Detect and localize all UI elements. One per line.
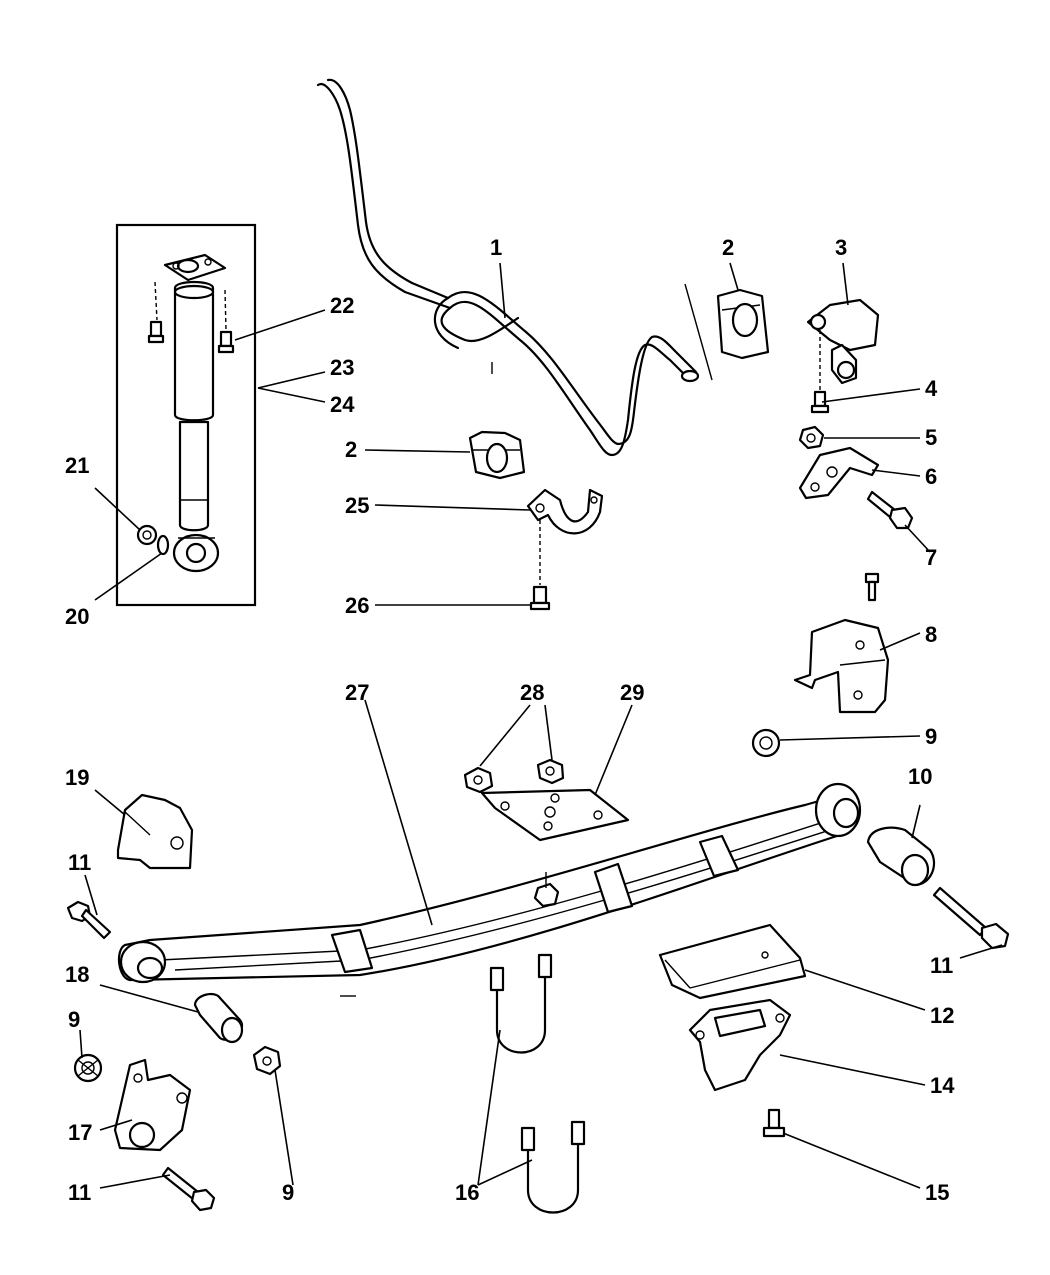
u-bolt-lower xyxy=(520,1120,586,1214)
rear-eye-bushing xyxy=(866,826,936,887)
link-mount-bracket xyxy=(798,446,880,500)
callout-14: 14 xyxy=(930,1073,955,1098)
leaf-spring xyxy=(117,782,862,984)
bushing-clamp xyxy=(526,488,604,535)
hanger-bolt xyxy=(66,900,112,940)
stabilizer-bushing-lower xyxy=(468,430,526,480)
bracket-flange-bolt xyxy=(762,1108,786,1138)
callout-11-left: 11 xyxy=(68,850,91,875)
spring-eye-bushing xyxy=(193,992,244,1044)
callout-10: 10 xyxy=(908,764,932,789)
shock-absorber xyxy=(172,280,220,573)
callout-8: 8 xyxy=(925,622,937,647)
spring-plate xyxy=(480,788,630,842)
bracket-bolt xyxy=(864,572,880,602)
callout-25: 25 xyxy=(345,493,369,518)
callout-20: 20 xyxy=(65,604,89,629)
spring-seat-bracket xyxy=(688,998,792,1092)
callout-27: 27 xyxy=(345,680,369,705)
plate-nut-right xyxy=(536,758,565,785)
spring-seat-channel xyxy=(658,923,807,1000)
callout-11-right: 11 xyxy=(930,953,953,978)
callout-labels: 1 2 3 22 23 24 4 5 6 7 8 9 10 11 12 14 1… xyxy=(65,235,955,1205)
spring-front-hanger xyxy=(116,793,194,870)
stabilizer-link-bracket xyxy=(806,298,880,385)
callout-1: 1 xyxy=(490,235,502,260)
callout-16: 16 xyxy=(455,1180,479,1205)
sway-bar-frame-bracket xyxy=(793,618,890,714)
clamp-bolt xyxy=(529,520,551,611)
shock-upper-mount xyxy=(163,253,227,282)
shackle-nut-right xyxy=(252,1045,282,1076)
callout-24: 24 xyxy=(330,392,355,417)
callout-2-lower: 2 xyxy=(345,437,357,462)
callout-29: 29 xyxy=(620,680,644,705)
shock-lower-nut xyxy=(136,524,158,546)
bracket-nut xyxy=(751,728,781,758)
u-bolt-upper xyxy=(489,953,553,1054)
callout-2-upper: 2 xyxy=(722,235,734,260)
rear-eye-bolt xyxy=(932,886,1010,950)
link-bolt xyxy=(810,330,830,414)
callout-9-left: 9 xyxy=(68,1007,80,1032)
shock-absorber-inset xyxy=(115,223,257,607)
shackle-bolt xyxy=(161,1166,216,1212)
stabilizer-bushing-upper xyxy=(716,288,770,360)
callout-23: 23 xyxy=(330,355,354,380)
callout-9-right: 9 xyxy=(925,724,937,749)
callout-15: 15 xyxy=(925,1180,949,1205)
callout-9-center: 9 xyxy=(282,1180,294,1205)
shock-upper-bolt-right xyxy=(217,289,235,354)
link-nut xyxy=(798,425,825,450)
callout-3: 3 xyxy=(835,235,847,260)
callout-6: 6 xyxy=(925,464,937,489)
leader-lines xyxy=(79,262,1003,1189)
callout-17: 17 xyxy=(68,1120,92,1145)
callout-26: 26 xyxy=(345,593,369,618)
plate-nut-left xyxy=(463,766,494,794)
callout-22: 22 xyxy=(330,293,354,318)
mount-bolt xyxy=(866,490,914,530)
callout-11-bottom: 11 xyxy=(68,1180,91,1205)
callout-4: 4 xyxy=(925,376,938,401)
callout-18: 18 xyxy=(65,962,89,987)
shock-lower-washer xyxy=(156,534,170,556)
callout-19: 19 xyxy=(65,765,89,790)
callout-12: 12 xyxy=(930,1003,954,1028)
shock-upper-bolt-left xyxy=(147,281,165,344)
callout-5: 5 xyxy=(925,425,937,450)
callout-21: 21 xyxy=(65,453,89,478)
callout-7: 7 xyxy=(925,545,937,570)
inset-frame xyxy=(115,223,257,607)
stabilizer-bar xyxy=(316,78,713,457)
callout-28: 28 xyxy=(520,680,544,705)
spring-shackle xyxy=(113,1058,192,1152)
shackle-nut-left xyxy=(73,1053,103,1083)
